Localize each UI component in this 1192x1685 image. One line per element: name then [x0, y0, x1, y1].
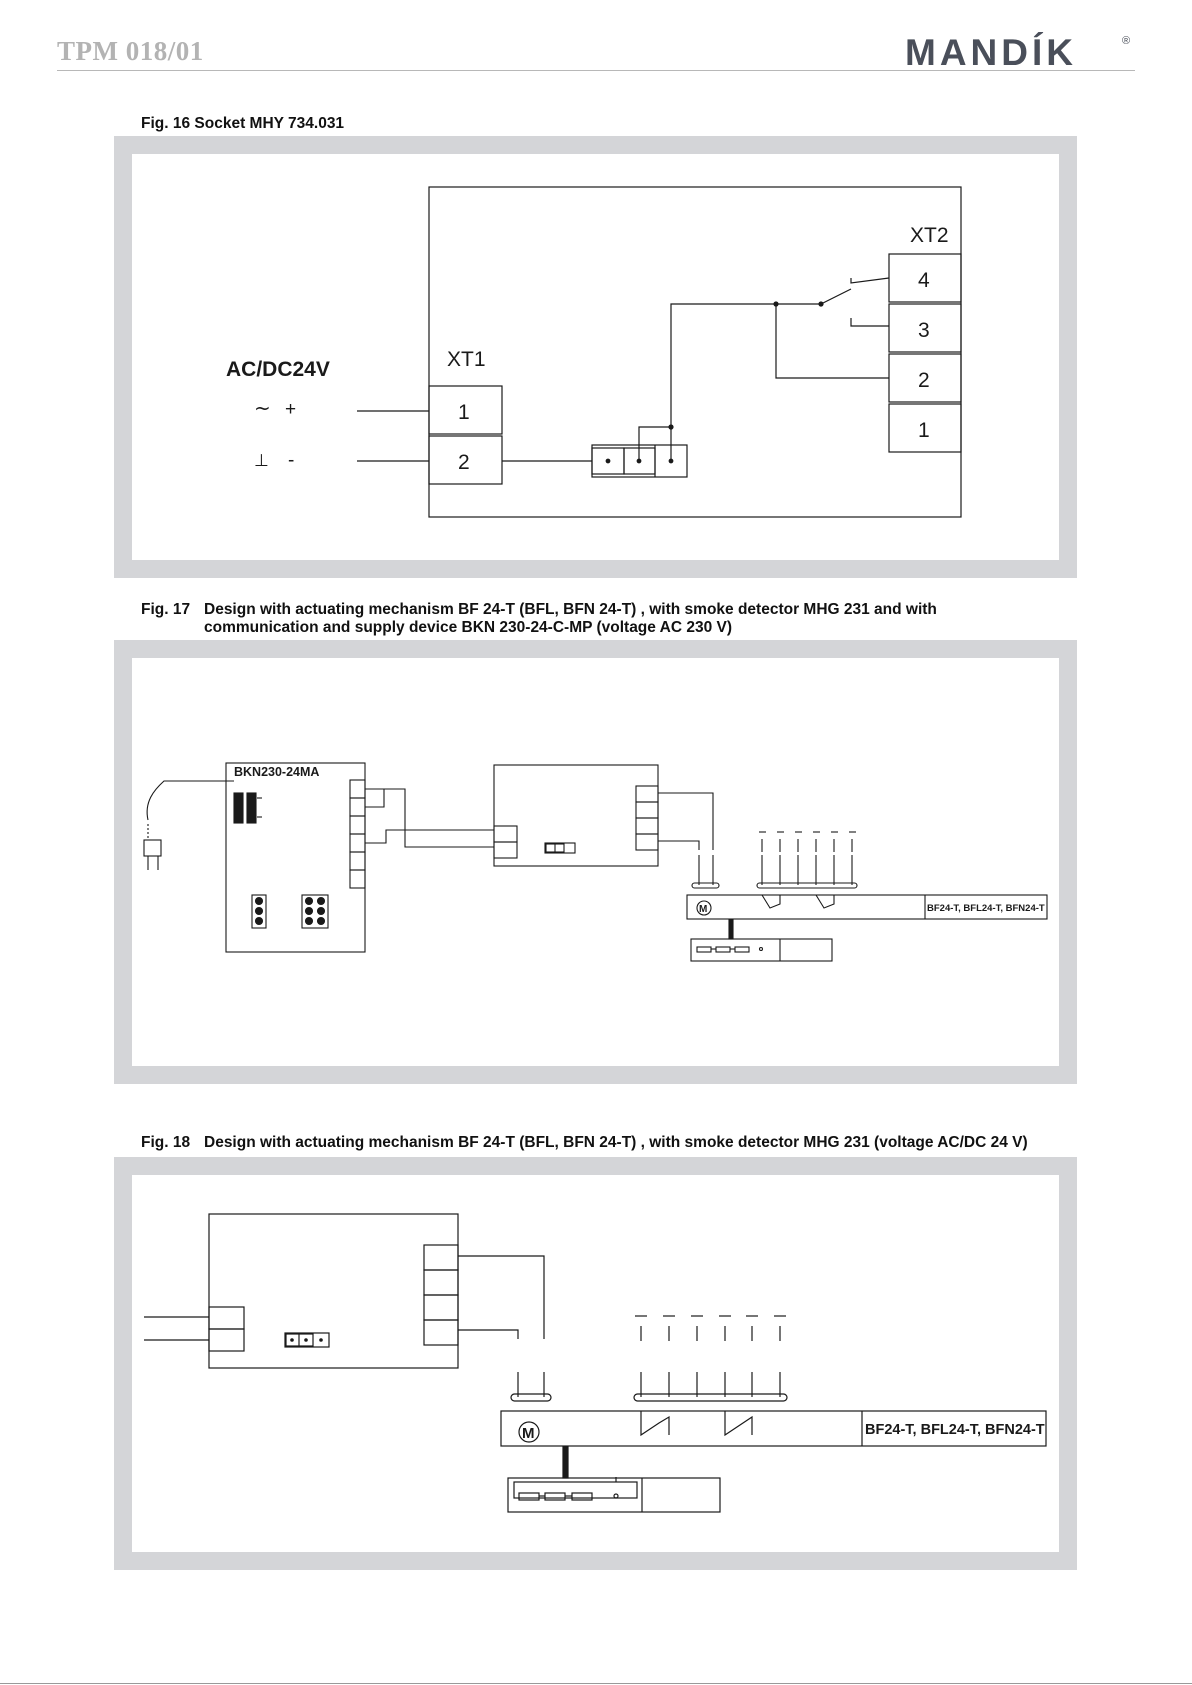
document-code: TPM 018/01 [57, 36, 204, 66]
xt2-terminal-4-label: 4 [918, 269, 930, 292]
motor-icon [518, 1421, 540, 1443]
bkn-device-label: BKN230-24MA [234, 765, 319, 779]
wire-bkn-jumper [365, 789, 385, 808]
xt1-terminal-1 [428, 385, 503, 435]
socket-terminal-a [208, 1306, 245, 1330]
fig16-title: Socket MHY 734.031 [194, 115, 345, 132]
socket-box [493, 764, 659, 867]
xt1-terminal-2 [428, 435, 503, 485]
fig17-title-line2: communication and supply device BKN 230-… [204, 619, 732, 636]
bkn-terminal-strip [349, 779, 366, 889]
logo-text: MANDÍK [905, 32, 1077, 72]
actuator-switch-symbols [640, 1411, 753, 1437]
mandik-logo: MANDÍK ® [905, 32, 1130, 72]
socket-terminal-b [493, 841, 518, 859]
fig16-diagram: AC/DC24V ~ + ⊥ - XT1 1 2 XT2 4 3 2 1 [226, 186, 962, 518]
fig17-caption: Fig. 17 Design with actuating mechanism B… [141, 601, 937, 637]
wire-bkn-socket-2 [365, 829, 494, 844]
wire-socket-actuator-1 [658, 792, 714, 850]
fig17-title-line1: Design with actuating mechanism BF 24-T … [204, 601, 937, 618]
supply-voltage-label: AC/DC24V [226, 358, 330, 381]
wire-bkn-socket-1 [365, 788, 494, 848]
ac-symbol: ~ [254, 396, 271, 420]
xt1-terminal-1-label: 1 [458, 401, 470, 424]
plus-symbol: + [285, 399, 296, 420]
wire-jumper-common [670, 303, 776, 461]
motor-icon [696, 900, 712, 916]
fig17-frame: BKN230-24MA [114, 640, 1077, 1084]
socket-enclosure [428, 186, 962, 518]
xt2-terminal-3-label: 3 [918, 319, 930, 342]
fig16-canvas [132, 154, 1059, 560]
bkn-led-group-2 [301, 894, 329, 929]
fig17-number: Fig. 17 [141, 601, 191, 618]
fig18-frame: BF24-T, BFL24-T, BFN24-T M [114, 1157, 1077, 1570]
xt2-terminal-3 [888, 303, 962, 353]
motor-symbol: M [699, 904, 707, 915]
xt2-label: XT2 [910, 224, 949, 247]
wire-socket-actuator-1 [458, 1255, 545, 1339]
xt2-terminal-1-label: 1 [918, 419, 930, 442]
actuator-label: BF24-T, BFL24-T, BFN24-T [865, 1422, 1045, 1438]
socket-jumper [284, 1332, 330, 1348]
transformer-coil-1 [233, 792, 244, 824]
fig16-caption: Fig. 16 Socket MHY 734.031 [141, 115, 344, 133]
wire-switch-xt2-4 [850, 277, 890, 284]
wire-jumper-bridge [638, 426, 671, 461]
fig16-frame: AC/DC24V ~ + ⊥ - XT1 1 2 XT2 4 3 2 1 [114, 136, 1077, 578]
wire-switch-xt2-3 [850, 318, 889, 327]
smoke-detector-fuses [518, 1477, 619, 1501]
minus-symbol: - [288, 450, 294, 471]
switch-contact-arm [820, 288, 852, 305]
wire-socket-actuator-2 [458, 1329, 519, 1339]
plug-body [143, 839, 162, 857]
actuator-body [500, 1410, 1047, 1447]
aux-switch-terminals [633, 1315, 788, 1402]
actuator-body [686, 894, 1048, 920]
fig18-diagram: BF24-T, BFL24-T, BFN24-T M [144, 1213, 1047, 1513]
actuator-switch-symbols [761, 894, 835, 909]
xt1-label: XT1 [447, 348, 486, 371]
socket-box [208, 1213, 459, 1369]
node-jumper [668, 424, 674, 430]
xt1-terminal-2-label: 2 [458, 451, 470, 474]
wire-socket-actuator-2 [658, 840, 700, 850]
fig18-number: Fig. 18 [141, 1134, 191, 1151]
fig18-title: Design with actuating mechanism BF 24-T … [204, 1134, 1028, 1151]
ground-symbol: ⊥ [254, 451, 269, 471]
footer-rule [0, 1683, 1192, 1684]
smoke-detector-fuses [696, 946, 764, 953]
detector-cable [728, 919, 734, 940]
socket-terminal-b [208, 1328, 245, 1352]
smoke-detector [690, 938, 833, 962]
fig16-number: Fig. 16 [141, 115, 191, 132]
fig17-canvas [132, 658, 1059, 1066]
motor-symbol: M [522, 1425, 535, 1442]
smoke-detector-inner [513, 1481, 638, 1499]
bkn-led-group-1 [251, 894, 267, 929]
fig18-caption: Fig. 18 Design with actuating mechanism B… [141, 1134, 1028, 1152]
plug-cable [146, 780, 234, 821]
header-rule [57, 70, 1135, 71]
fig18-canvas [132, 1175, 1059, 1552]
socket-terminal-strip [423, 1244, 459, 1346]
transformer-coil-2 [246, 792, 257, 824]
logo-registered-mark: ® [1122, 35, 1130, 47]
bkn-device [225, 762, 366, 953]
actuator-label: BF24-T, BFL24-T, BFN24-T [927, 903, 1045, 914]
socket-terminal-strip [635, 785, 659, 851]
motor-cable-gland [510, 1393, 552, 1402]
smoke-detector [507, 1477, 721, 1513]
wire-common-xt2-2 [775, 304, 889, 379]
motor-cable-gland [691, 882, 720, 889]
detector-cable [562, 1446, 569, 1479]
fig17-diagram: BKN230-24MA [143, 762, 1048, 962]
socket-terminal-a [493, 825, 518, 843]
jumper-pin-1 [605, 458, 611, 464]
socket-jumper [544, 842, 576, 854]
aux-switch-terminals [756, 831, 858, 889]
xt2-terminal-1 [888, 403, 962, 453]
xt2-terminal-2-label: 2 [918, 369, 930, 392]
